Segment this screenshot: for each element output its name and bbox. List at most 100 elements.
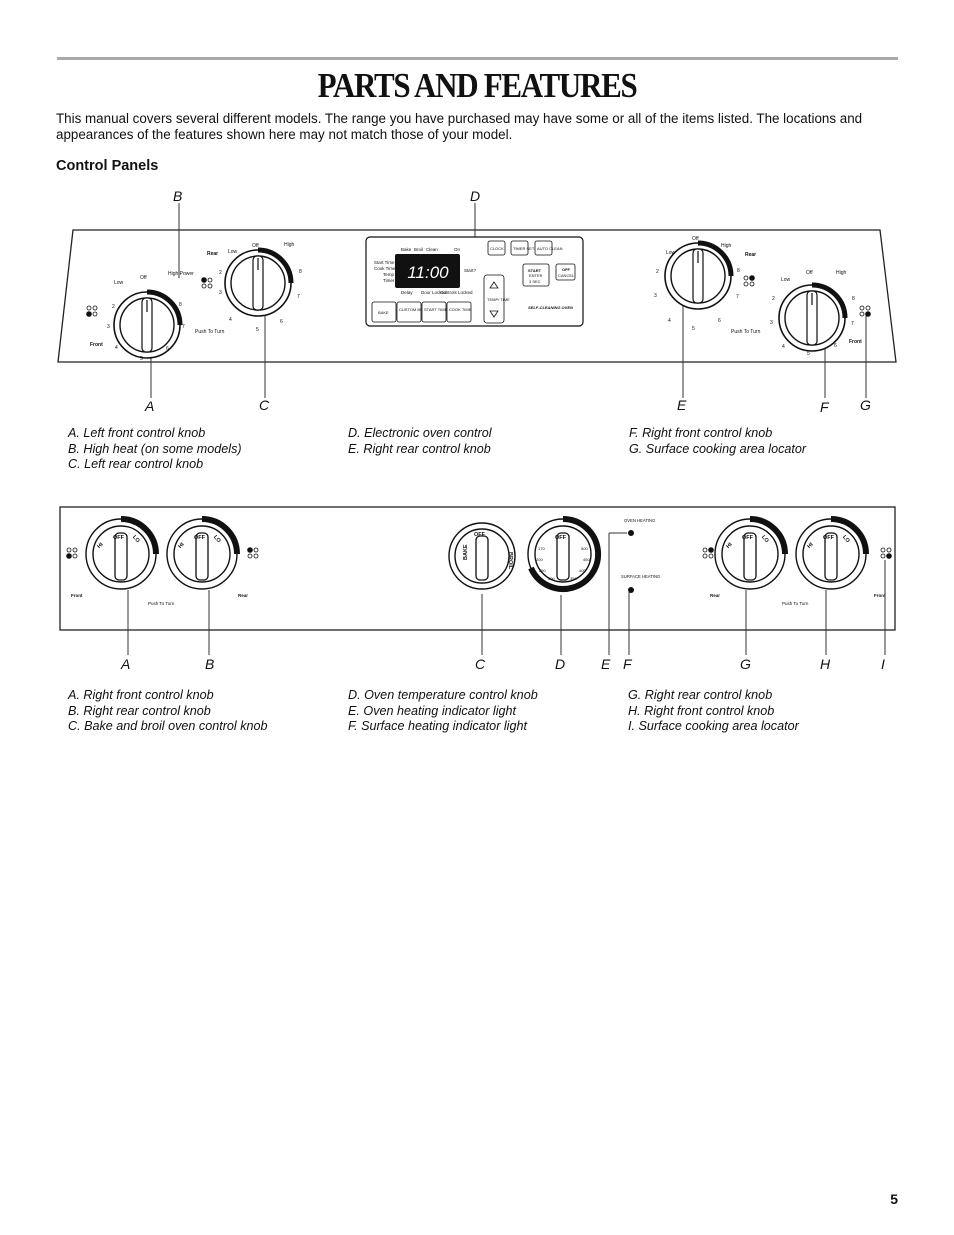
- legend-1-col-1: A. Left front control knob B. High heat …: [68, 426, 242, 473]
- oven-label: Start Time: [374, 260, 395, 265]
- knob-label: 6: [166, 346, 169, 352]
- start-button[interactable]: [522, 263, 550, 287]
- knob-label: OFF: [555, 535, 567, 541]
- callout-h: H: [820, 656, 831, 672]
- knob-label: HI: [806, 541, 814, 549]
- knob-label: LO: [131, 534, 141, 544]
- knob-label: 3: [107, 324, 110, 330]
- legend-2-col-1: A. Right front control knob B. Right rea…: [68, 688, 268, 735]
- legend-item: G. Surface cooking area locator: [629, 441, 807, 456]
- legend-item: H. Right front control knob: [628, 703, 775, 718]
- legend-item: G. Right rear control knob: [628, 688, 773, 702]
- right-front-knob: Off Low High 2 3 4 5 6 7 8 Front: [770, 270, 871, 357]
- custom-broil-button[interactable]: [396, 301, 422, 323]
- knob-label: Rear: [238, 593, 248, 598]
- right-rear-knob: OFF HI LO Rear Push To Turn: [148, 516, 259, 606]
- button-label: START TIME: [424, 307, 448, 312]
- surface-locator-icon: [743, 275, 755, 287]
- oven-label: Start?: [464, 268, 477, 273]
- button-label: AUTO CLEAN: [537, 246, 563, 251]
- timer-set-off-button[interactable]: [510, 240, 529, 256]
- knob-label: 4: [782, 344, 785, 350]
- knob-label: 5: [692, 326, 695, 332]
- clock-button[interactable]: [487, 240, 506, 256]
- knob-label: 5: [140, 356, 143, 362]
- indicator-lights: OVEN HEATING SURFACE HEATING: [621, 518, 660, 593]
- button-label: CLOCK: [490, 246, 504, 251]
- button-label: OFF: [562, 267, 571, 272]
- knob-label: 3: [770, 320, 773, 326]
- top-rule: [57, 57, 898, 60]
- oven-label: Bake: [401, 247, 412, 252]
- knob-label: 170: [538, 546, 545, 551]
- callout-g: G: [740, 656, 751, 672]
- legend-1-col-3: F. Right front control knob G. Surface c…: [629, 426, 806, 457]
- bake-broil-knob: OFF BAKE BROIL: [448, 522, 516, 590]
- button-label: COOK TIME: [449, 307, 472, 312]
- legend-2-col-3: G. Right rear control knob H. Right fron…: [628, 688, 799, 735]
- knob-label: Front: [71, 593, 83, 598]
- knob-label: OFF: [194, 535, 206, 541]
- knob-label: Rear: [745, 252, 756, 258]
- oven-label: Clean: [426, 247, 438, 252]
- surface-locator-icon: [247, 547, 259, 559]
- knob-label: Front: [874, 593, 886, 598]
- callout-f: F: [820, 399, 829, 415]
- callout-g: G: [860, 397, 871, 413]
- knob-label: 6: [834, 343, 837, 349]
- knob-label: OFF: [823, 535, 835, 541]
- surface-locator-icon: [66, 547, 78, 559]
- control-panel-diagram-1: Off Low High Power 2 3 4 5 6 7 8 Front: [0, 180, 954, 420]
- knob-label: 200: [536, 557, 543, 562]
- knob-label: Front: [90, 342, 103, 348]
- cook-time-button[interactable]: [446, 301, 472, 323]
- knob-label: 7: [736, 294, 739, 300]
- callout-d: D: [555, 656, 566, 672]
- surface-locator-icon: [702, 547, 714, 559]
- knob-label: Low: [781, 277, 791, 283]
- knob-label: Off: [692, 236, 699, 242]
- surface-locator-icon: [86, 305, 98, 317]
- knob-label: BAKE: [463, 544, 469, 560]
- surface-locator-icon: [859, 305, 871, 317]
- knob-label: Off: [252, 243, 259, 249]
- button-label: BAKE: [378, 310, 389, 315]
- off-cancel-button[interactable]: [555, 263, 576, 281]
- temp-time-button[interactable]: [483, 274, 505, 324]
- callout-d: D: [470, 188, 481, 204]
- left-front-knob: Off Low High Power 2 3 4 5 6 7 8 Front: [86, 271, 213, 362]
- knob-label: High: [836, 270, 847, 276]
- knob-label: Off: [140, 275, 147, 281]
- knob-label: HI: [96, 541, 104, 549]
- callout-c: C: [475, 656, 486, 672]
- start-time-button[interactable]: [421, 301, 447, 323]
- knob-label: 300: [548, 576, 555, 581]
- control-panel-diagram-2: OFF HI LO Front OFF HI LO Rear Push To T…: [0, 495, 954, 675]
- legend-item: A. Right front control knob: [68, 688, 214, 702]
- oven-heating-light: [628, 530, 634, 536]
- knob-label: 5: [256, 327, 259, 333]
- knob-label: OFF: [474, 532, 486, 538]
- callout-b: B: [205, 656, 215, 672]
- knob-label: High Power: [168, 271, 194, 277]
- legend-item: D. Electronic oven control: [348, 426, 492, 440]
- knob-label: 2: [656, 269, 659, 275]
- surface-locator-icon: [201, 277, 213, 289]
- knob-label: Push To Turn: [195, 329, 225, 335]
- knob-label: 5: [807, 351, 810, 357]
- oven-label: Controls Locked: [440, 290, 473, 295]
- legend-item: F. Right front control knob: [629, 426, 773, 440]
- oven-label: Cook Time: [374, 266, 396, 271]
- knob-label: 3: [219, 290, 222, 296]
- oven-label: Delay: [401, 290, 413, 295]
- knob-label: 350: [570, 576, 577, 581]
- auto-clean-button[interactable]: [534, 240, 553, 256]
- legend-item: E. Oven heating indicator light: [348, 703, 517, 718]
- knob-label: 7: [851, 321, 854, 327]
- bake-button[interactable]: [371, 301, 397, 323]
- up-arrow-icon: [489, 281, 499, 289]
- knob-label: 2: [772, 296, 775, 302]
- legend-item: I. Surface cooking area locator: [628, 719, 799, 734]
- page-title: PARTS AND FEATURES: [317, 65, 638, 106]
- knob-label: BROIL: [507, 552, 513, 570]
